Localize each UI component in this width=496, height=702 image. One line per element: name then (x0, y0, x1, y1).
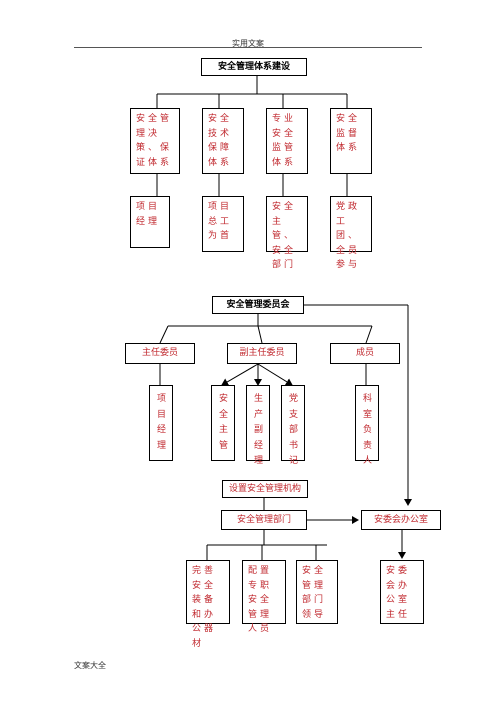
task-staffing: 配置专职安全管理人员 (242, 560, 286, 634)
committee-office-box: 安委会办公室 (361, 510, 441, 530)
member-project-manager: 项目经理 (149, 385, 173, 461)
owner-box-safety-dept: 安全主管、安全部门 (266, 196, 308, 270)
safety-system-title: 安全管理体系建设 (201, 58, 307, 76)
committee-title: 安全管理委员会 (212, 296, 304, 314)
system-box-decision: 安全管理决策、保证体系 (130, 108, 180, 174)
system-box-monitoring: 安全监督体系 (330, 108, 372, 174)
page-header: 实用文案 (232, 39, 264, 48)
system-box-technical: 安全技术保障体系 (202, 108, 244, 174)
role-members: 成员 (330, 343, 400, 364)
page-footer: 文案大全 (74, 661, 106, 670)
owner-box-all-staff: 党政工团、全员参与 (330, 196, 372, 270)
member-production-manager: 生产副经理 (246, 385, 270, 466)
office-director-box: 安委会办公室主任 (380, 560, 424, 624)
member-safety-head: 安全主管 (211, 385, 235, 461)
setup-structure-box: 设置安全管理机构 (222, 480, 308, 498)
member-party-secretary: 党支部书记 (281, 385, 305, 466)
task-equipment: 完善安全装备和办公器材 (186, 560, 230, 649)
header-divider (74, 47, 422, 48)
owner-box-project-manager: 项目经理 (130, 196, 170, 248)
system-box-supervision: 专业安全监管体系 (266, 108, 308, 174)
role-vice-chairman: 副主任委员 (227, 343, 297, 364)
task-dept-leadership: 安全管理部门领导 (296, 560, 338, 624)
member-section-head: 科室负责人 (355, 385, 379, 466)
safety-dept-box: 安全管理部门 (221, 510, 307, 530)
owner-box-chief-engineer: 项目总工为首 (202, 196, 244, 252)
role-chairman: 主任委员 (125, 343, 195, 364)
